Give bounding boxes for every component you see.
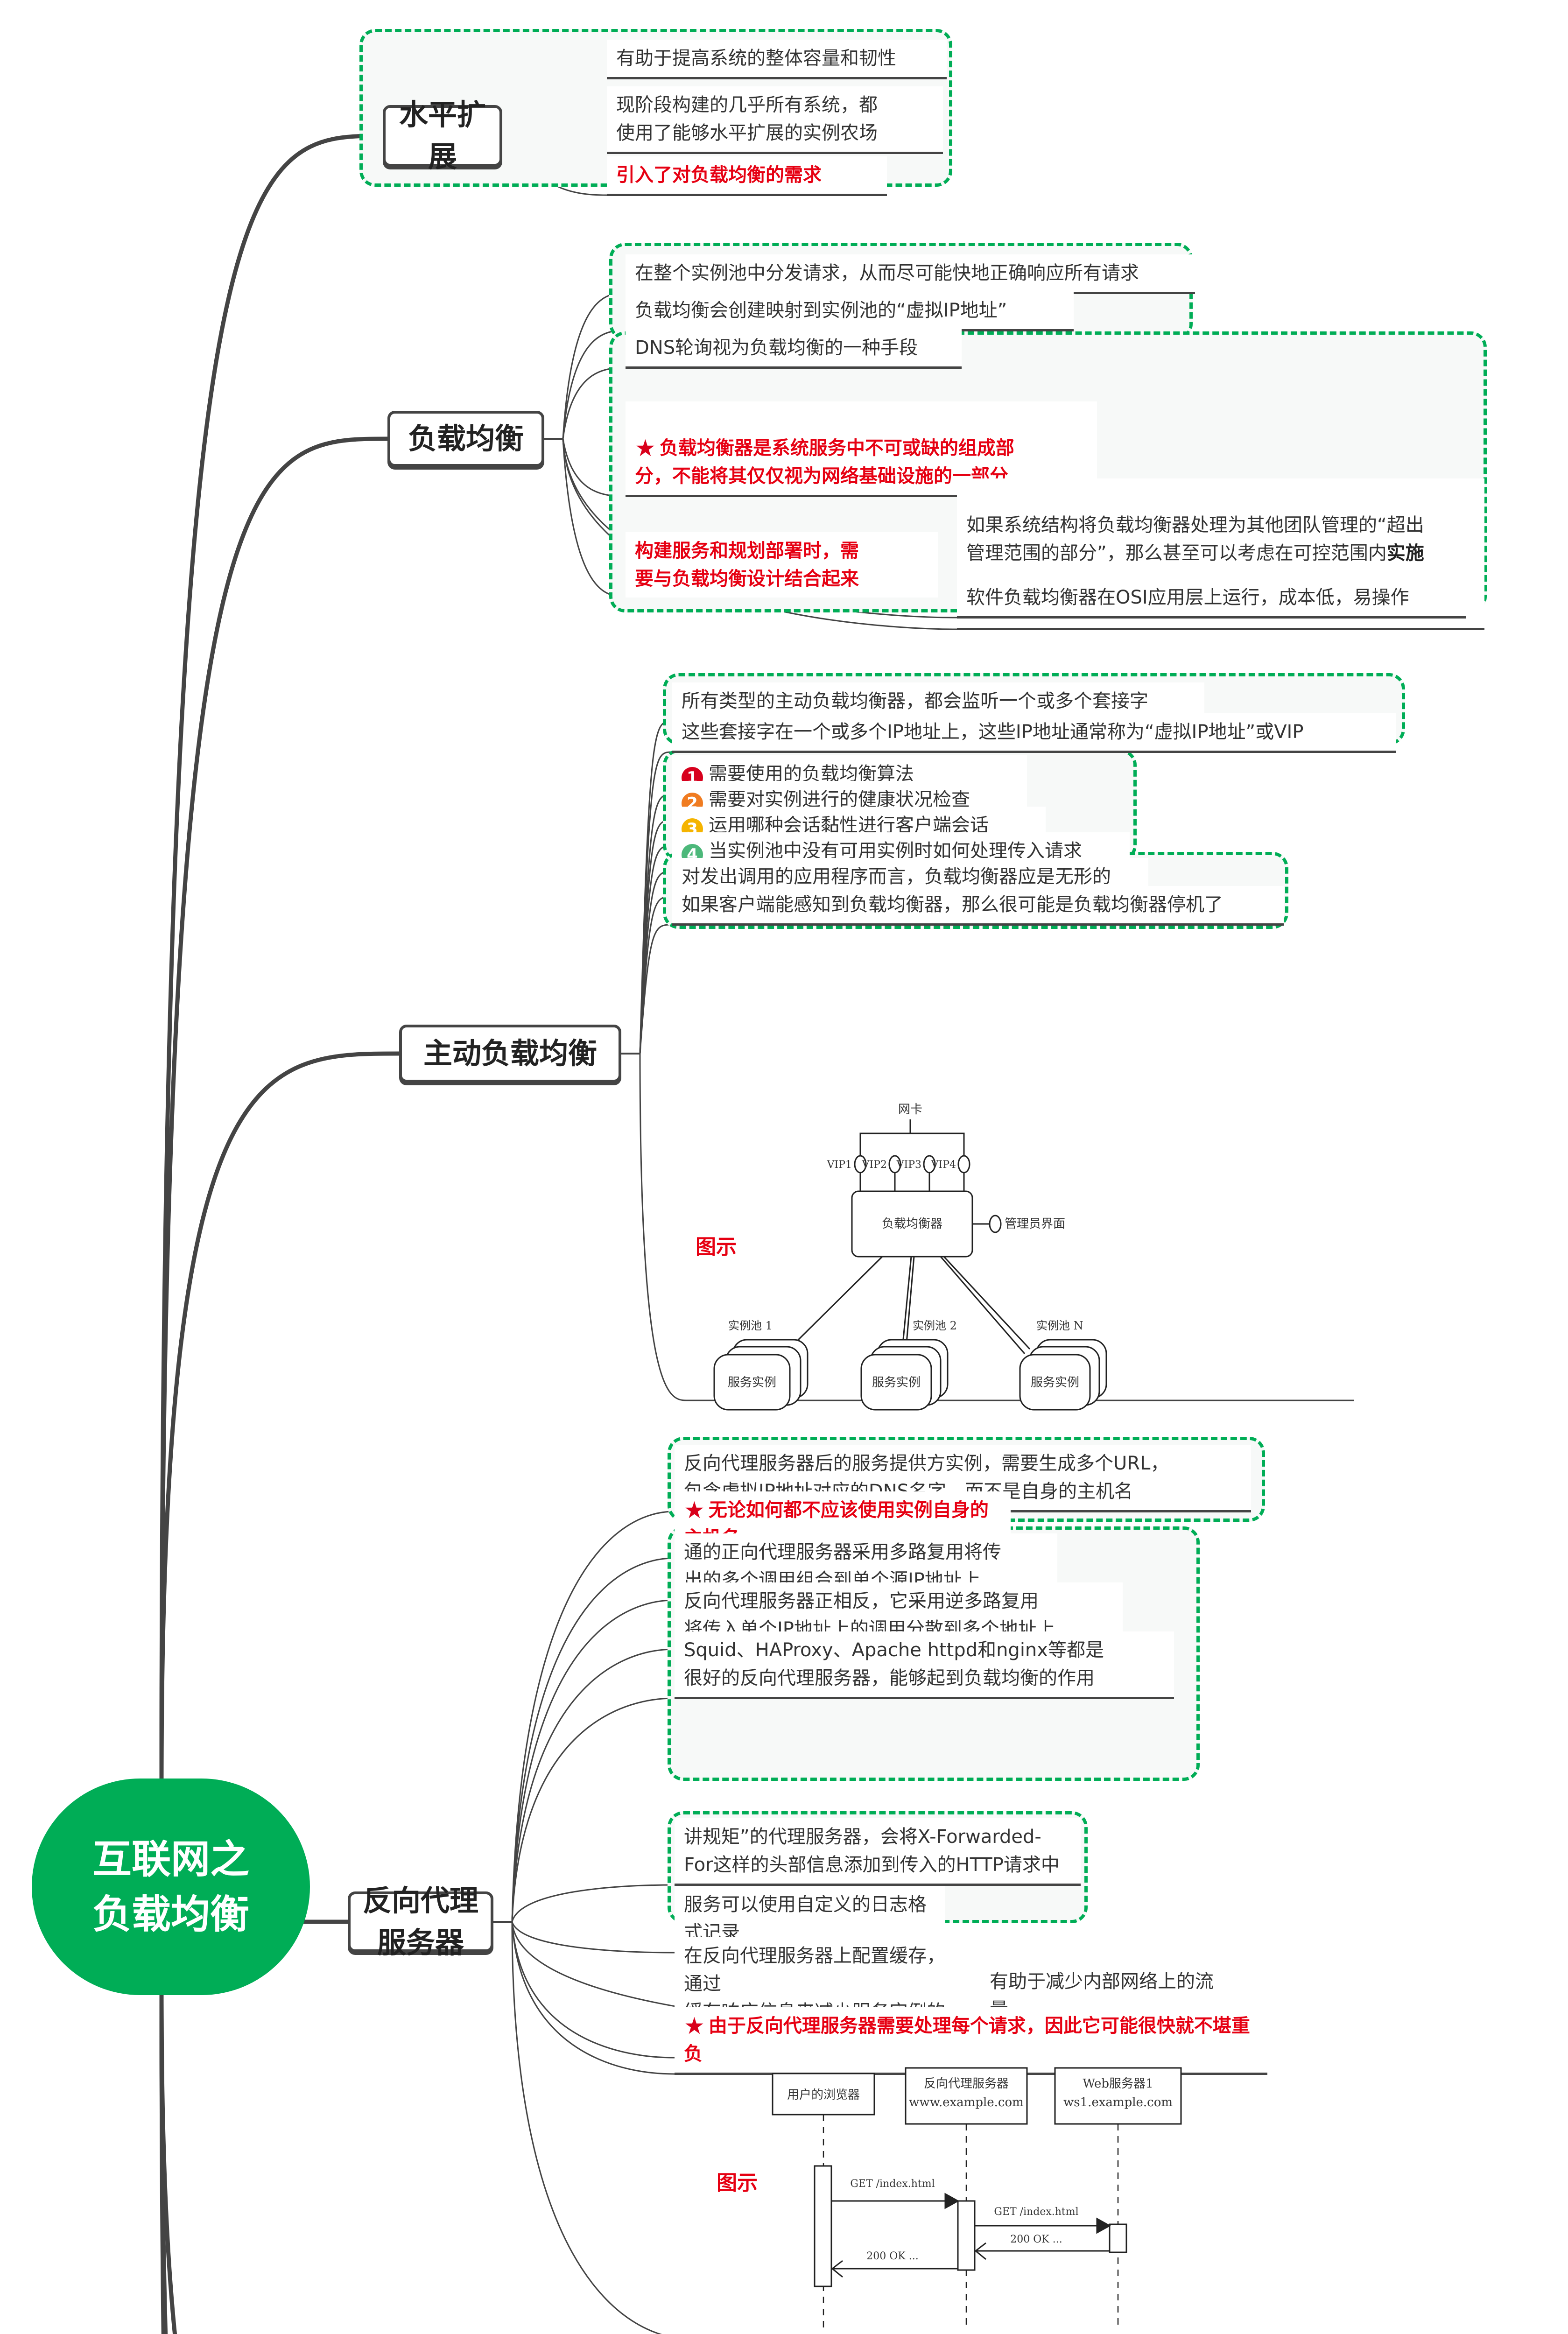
leaf-lb-1[interactable]: 在整个实例池中分发请求，从而尽可能快地正确响应所有请求 <box>626 254 1195 294</box>
pool-n-label: 实例池 N <box>1036 1319 1083 1332</box>
leaf-h-1[interactable]: 有助于提高系统的整体容量和韧性 <box>607 40 947 79</box>
leaf-lb-sub-b[interactable]: 软件负载均衡器在OSI应用层上运行，成本低，易操作 <box>957 579 1466 619</box>
leaf-link-leaf-proxy-2 <box>511 1557 675 1922</box>
star-icon: ★ <box>684 2012 705 2039</box>
pool-1-stack <box>713 1339 809 1411</box>
root-link-branch-active-lb <box>159 1051 400 1784</box>
instance-n-label: 服务实例 <box>1031 1376 1079 1390</box>
root-link-branch-hardware-lb <box>159 1990 177 2334</box>
leaf-h-3[interactable]: 引入了对负载均衡的需求 <box>607 156 887 196</box>
root-link-branch-horizontal-scaling <box>159 134 383 1784</box>
vip2-port-icon <box>888 1155 901 1174</box>
root-link-branch-load-balancing <box>159 436 388 1784</box>
actor-web-host: ws1.example.com <box>1063 2095 1173 2109</box>
actor-web-box <box>1054 2067 1182 2125</box>
leaf-link-leaf-proxy-5 <box>511 1697 675 1922</box>
star-icon: ★ <box>684 1497 705 1524</box>
activation-browser <box>814 2165 832 2287</box>
root-link-branch-session-sticky <box>159 1990 167 2334</box>
vip3-port-icon <box>923 1155 936 1174</box>
activation-web <box>1109 2223 1127 2253</box>
proxy-sequence-diagram: 用户的浏览器 反向代理服务器 www.example.com Web服务器1 w… <box>654 2054 1494 2334</box>
actor-browser-label: 用户的浏览器 <box>787 2088 860 2102</box>
root-link-branch-partition-traffic <box>159 1990 166 2334</box>
vip3-label: VIP3 <box>896 1159 921 1171</box>
root-link-branch-health-check <box>159 1990 168 2334</box>
leaf-link-leaf-proxy-1 <box>511 1511 675 1922</box>
leaf-lb-3[interactable]: DNS轮询视为负载均衡的一种手段 <box>626 329 962 369</box>
vip1-label: VIP1 <box>827 1159 852 1171</box>
leaf-link-leaf-proxy-3 <box>511 1599 675 1922</box>
actor-web-label: Web服务器1 <box>1083 2077 1153 2091</box>
nic-label: 网卡 <box>898 1103 922 1117</box>
admin-label: 管理员界面 <box>1005 1217 1065 1231</box>
leaf-proxy-5[interactable]: Squid、HAProxy、Apache httpd和nginx等都是 很好的反… <box>675 1631 1174 1699</box>
star-icon: ★ <box>635 435 656 462</box>
leaf-active-invisible-2[interactable]: 如果客户端能感知到负载均衡器，那么很可能是负载均衡器停机了 <box>672 886 1284 926</box>
instance-2-label: 服务实例 <box>872 1376 921 1390</box>
msg-4-label: 200 OK ... <box>866 2250 918 2262</box>
pool-n-stack <box>1019 1339 1107 1411</box>
vip1-port-icon <box>854 1155 867 1174</box>
branch-active-lb[interactable]: 主动负载均衡 <box>399 1025 621 1083</box>
pool-2-label: 实例池 2 <box>913 1319 957 1332</box>
pool-2-stack <box>860 1339 949 1411</box>
leaf-lb-sub-a-bold1: 实施 <box>1386 542 1424 564</box>
activation-proxy <box>957 2200 976 2271</box>
msg-3-label: 200 OK ... <box>1010 2234 1062 2245</box>
leaf-link-leaf-proxy-6 <box>511 1884 675 1922</box>
actor-proxy-label: 反向代理服务器 <box>924 2077 1009 2091</box>
figure-label-active: 图示 <box>696 1235 737 1259</box>
leaf-lb-5[interactable]: 构建服务和规划部署时，需 要与负载均衡设计结合起来 <box>626 532 938 598</box>
vip4-port-icon <box>957 1155 970 1174</box>
leaf-lb-4-text: 负载均衡器是系统服务中不可或缺的组成部 分，不能将其仅仅视为网络基础设施的一部分 <box>635 437 1014 487</box>
leaf-link-leaf-proxy-8 <box>511 1921 675 2059</box>
msg-2-label: GET /index.html <box>994 2206 1078 2218</box>
leaf-link-leaf-proxy-7 <box>511 1921 675 1954</box>
leaf-h-2[interactable]: 现阶段构建的几乎所有系统，都 使用了能够水平扩展的实例农场 <box>607 86 943 154</box>
leaf-lb-sub-a-text: 如果系统结构将负载均衡器处理为其他团队管理的“超出 管理范围的部分”，那么甚至可… <box>966 514 1424 564</box>
leaf-link-leaf-proxy-10 <box>511 1921 675 2075</box>
active-lb-diagram: 网卡 VIP1 VIP2 VIP3 VIP4 负载均衡器 管理员界面 实例池 1… <box>654 1088 1354 1411</box>
branch-reverse-proxy[interactable]: 反向代理服务器 <box>348 1884 493 1960</box>
branch-horizontal-scaling[interactable]: 水平扩展 <box>383 98 502 174</box>
branch-load-balancing[interactable]: 负载均衡 <box>387 411 544 467</box>
leaf-active-2[interactable]: 这些套接字在一个或多个IP地址上，这些IP地址通常称为“虚拟IP地址”或VIP <box>672 713 1396 753</box>
admin-port-icon <box>989 1215 1002 1233</box>
leaf-link-leaf-proxy-4 <box>511 1648 675 1922</box>
actor-proxy-host: www.example.com <box>909 2095 1024 2109</box>
balancer-label: 负载均衡器 <box>882 1217 942 1231</box>
pool-1-label: 实例池 1 <box>728 1319 773 1332</box>
leaf-link-leaf-active-invisible-2 <box>639 924 673 1054</box>
vip2-label: VIP2 <box>862 1159 887 1171</box>
instance-1-label: 服务实例 <box>728 1376 776 1390</box>
leaf-proxy-6[interactable]: 讲规矩”的代理服务器，会将X-Forwarded- For这样的头部信息添加到传… <box>675 1818 1081 1886</box>
figure-label-proxy: 图示 <box>717 2171 758 2195</box>
vip4-label: VIP4 <box>931 1159 956 1171</box>
root-topic[interactable]: 互联网之 负载均衡 <box>32 1779 310 1995</box>
msg-1-label: GET /index.html <box>850 2178 935 2190</box>
leaf-proxy-10-text: 由于反向代理服务器需要处理每个请求，因此它可能很快就不堪重负 <box>684 2015 1250 2065</box>
leaf-lb-2[interactable]: 负载均衡会创建映射到实例池的“虚拟IP地址” <box>626 292 1074 331</box>
